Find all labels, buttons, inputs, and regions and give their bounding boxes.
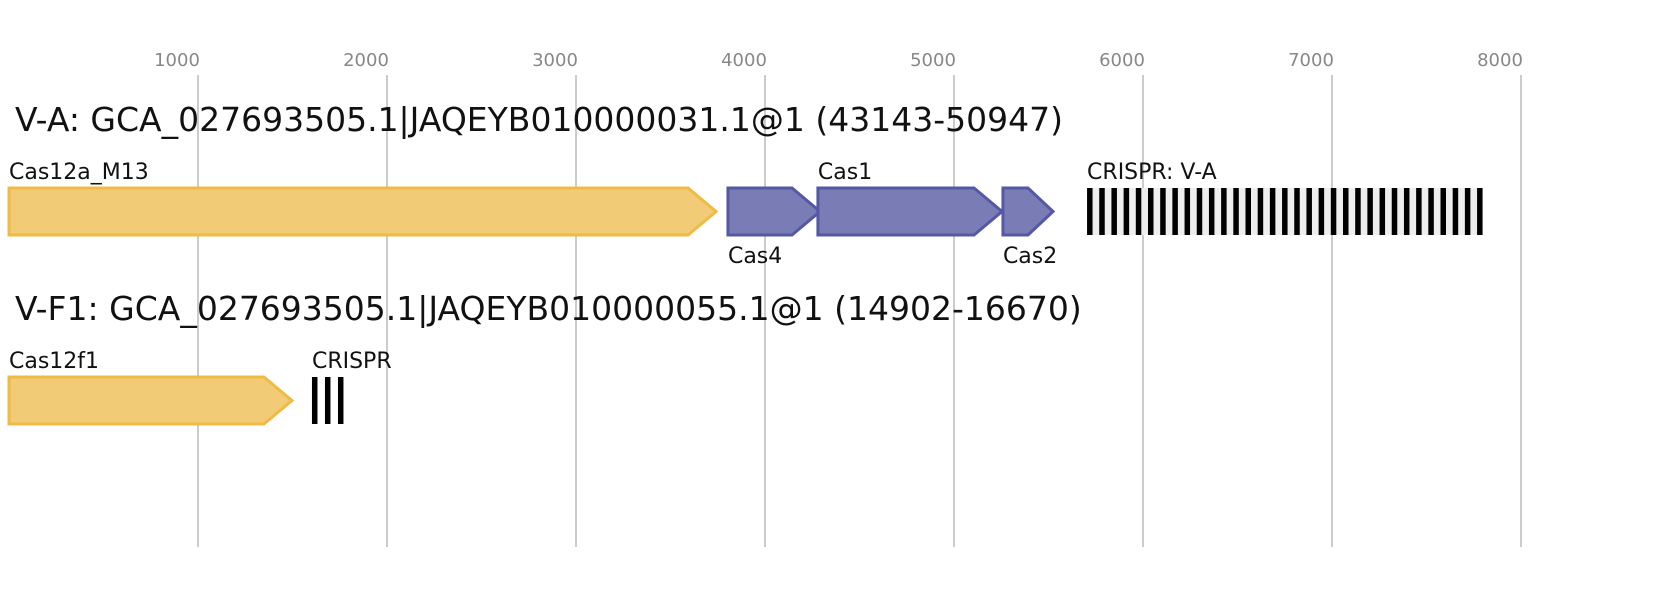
locus-title: V-F1: GCA_027693505.1|JAQEYB010000055.1@… [15,289,1082,328]
crispr-repeat [1318,188,1325,235]
crispr-repeat [1379,188,1386,235]
crispr-repeat [1087,188,1093,235]
axis-tick-label: 6000 [1099,50,1145,71]
crispr-repeat [1416,188,1422,235]
crispr-repeat [1282,188,1288,235]
crispr-repeat [1306,188,1312,235]
gene-label: Cas12f1 [9,349,99,374]
locus-track: V-A: GCA_027693505.1|JAQEYB010000031.1@1… [7,100,1483,269]
gene-label: Cas2 [1003,244,1057,269]
crispr-repeat [1428,188,1434,235]
crispr-repeat [1135,188,1142,235]
gene-label: Cas1 [818,160,872,185]
crispr-repeat [311,377,318,424]
axis-tick-label: 4000 [721,50,767,71]
crispr-repeat [1147,188,1154,235]
crispr-repeat [1440,188,1447,235]
crispr-repeat [1269,188,1276,235]
crispr-repeat [1257,188,1264,235]
crispr-repeat [1245,188,1251,235]
crispr-label: CRISPR: V-A [1087,160,1217,185]
gene-label: Cas4 [728,244,782,269]
locus-title: V-A: GCA_027693505.1|JAQEYB010000031.1@1… [15,100,1063,139]
crispr-repeat [1367,188,1373,235]
crispr-repeat [324,377,331,424]
gene-arrow-cas12a_m13[interactable] [7,186,719,237]
gene-arrow-cas12f1[interactable] [7,375,295,426]
crispr-repeat [1208,188,1215,235]
locus-track: V-F1: GCA_027693505.1|JAQEYB010000055.1@… [7,289,1082,426]
crispr-repeat [1196,188,1203,235]
axis-tick-label: 1000 [154,50,200,71]
crispr-repeat [1355,188,1361,235]
axis-tick-label: 5000 [910,50,956,71]
crispr-repeat [1172,188,1178,235]
crispr-repeat [1330,188,1337,235]
crispr-repeat [1477,188,1483,235]
crispr-repeat [1099,188,1105,235]
axis-tick-label: 2000 [343,50,389,71]
gene-arrow-cas2[interactable] [1001,186,1056,237]
crispr-array[interactable] [311,377,344,424]
crispr-repeat [1452,188,1459,235]
axis-tick-label: 3000 [532,50,578,71]
crispr-label: CRISPR [312,349,392,374]
crispr-repeat [1464,188,1471,235]
crispr-array[interactable] [1087,188,1483,235]
gene-arrow-cas4[interactable] [726,186,823,237]
crispr-repeat [337,377,344,424]
crispr-repeat [1343,188,1349,235]
gene-label: Cas12a_M13 [9,160,149,185]
crispr-repeat [1233,188,1239,235]
crispr-repeat [1123,188,1130,235]
crispr-repeat [1184,188,1191,235]
crispr-repeat [1294,188,1300,235]
crispr-repeat [1221,188,1227,235]
crispr-repeat [1160,188,1166,235]
axis-tick-label: 7000 [1288,50,1334,71]
crispr-repeat [1403,188,1410,235]
crispr-repeat [1111,188,1117,235]
gene-arrow-cas1[interactable] [816,186,1005,237]
axis-tick-label: 8000 [1477,50,1523,71]
crispr-repeat [1391,188,1398,235]
